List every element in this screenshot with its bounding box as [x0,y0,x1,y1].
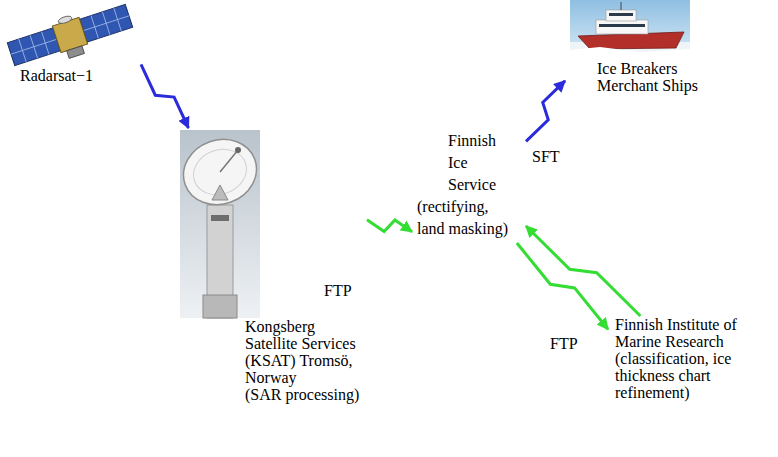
station-task: (classification, ice thickness chart ref… [615,350,765,401]
transfer-arrow [141,64,188,128]
protocol-label: FTP [548,335,580,352]
transfer-arrow [526,226,640,316]
station-name: Finnish Institute of Marine Research [615,316,765,350]
station-node: Kongsberg Satellite Services (KSAT) Trom… [175,128,367,406]
station-node: Radarsat−1 [5,3,141,87]
satellite-picture [5,0,136,75]
transfer-arrow [367,220,412,232]
station-node: Finnish Institute of Marine Research(cla… [608,316,770,404]
transfer-arrow [517,243,608,329]
station-task: (SAR processing) [245,386,363,403]
station-name: Kongsberg Satellite Services (KSAT) Trom… [245,318,363,386]
station-task: (rectifying, land masking) [417,196,515,240]
station-name: Ice Breakers Merchant Ships [597,60,705,94]
transfer-arrow [526,81,565,141]
station-node: Ice Breakers Merchant Ships [565,2,710,97]
station-name: Finnish Ice Service [448,130,518,196]
protocol-label: SFT [530,148,562,165]
antenna-picture [174,129,265,318]
station-node: Finnish Ice Service(rectifying, land mas… [412,130,526,243]
ship-picture [570,0,690,57]
protocol-label: FTP [322,282,354,299]
station-name: Radarsat−1 [20,67,138,84]
